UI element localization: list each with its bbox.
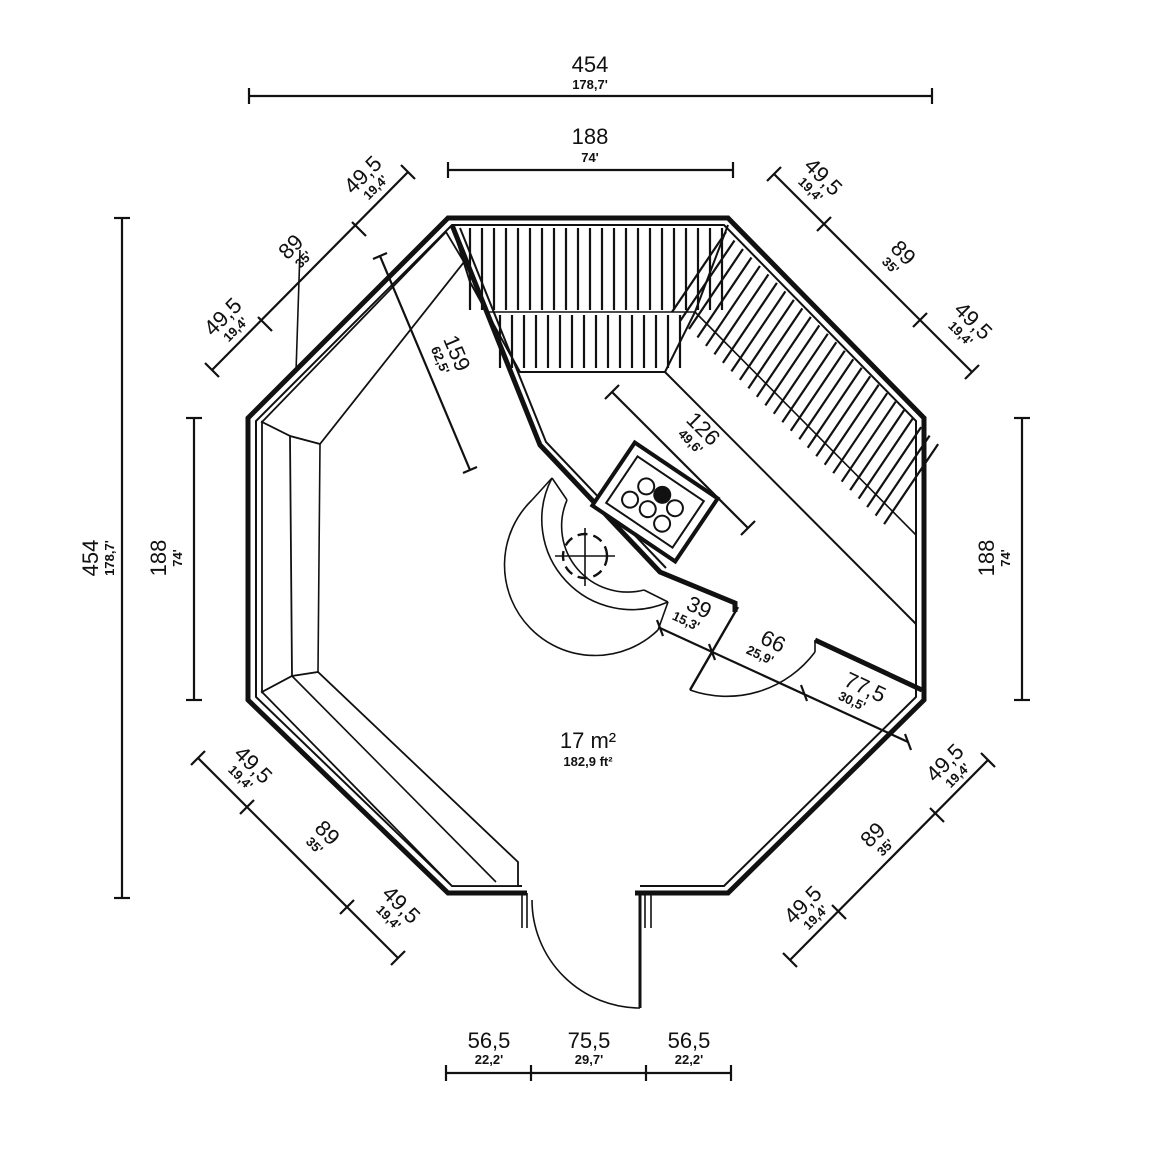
overall-height-label: 454 [78,540,103,577]
dimension-lines [114,88,1030,1081]
inner-door [688,606,816,698]
floor-drain-icon [555,528,615,586]
dimension-labels: 454 178,7' 188 74' 454 178,7' 188 74' 18… [78,52,1013,1067]
overall-height-sub: 178,7' [102,540,117,576]
upper-bench-slats-top [468,228,724,368]
round-seat [503,477,669,657]
main-entrance-door [531,893,642,1009]
sauna-stove [589,439,721,565]
upper-bench-outline [451,224,917,625]
bottom-left-sub: 22,2' [475,1052,503,1067]
bottom-right-label: 56,5 [668,1028,711,1053]
bottom-door-label: 75,5 [568,1028,611,1053]
overall-width-label: 454 [572,52,609,77]
top-wall-sub: 74' [581,150,599,165]
bottom-door-sub: 29,7' [575,1052,603,1067]
lower-bench [260,230,519,887]
bottom-left-label: 56,5 [468,1028,511,1053]
overall-width-sub: 178,7' [572,77,608,92]
upper-bench-slats-ne [671,231,940,525]
right-wall-sub: 74' [998,549,1013,567]
bottom-right-sub: 22,2' [675,1052,703,1067]
top-wall-label: 188 [572,124,609,149]
left-wall-label: 188 [146,540,171,577]
right-wall-label: 188 [974,540,999,577]
outer-wall [245,215,927,928]
floor-area-label: 17 m² [560,728,616,753]
floor-area-sub: 182,9 ft² [563,754,613,769]
left-wall-sub: 74' [170,549,185,567]
